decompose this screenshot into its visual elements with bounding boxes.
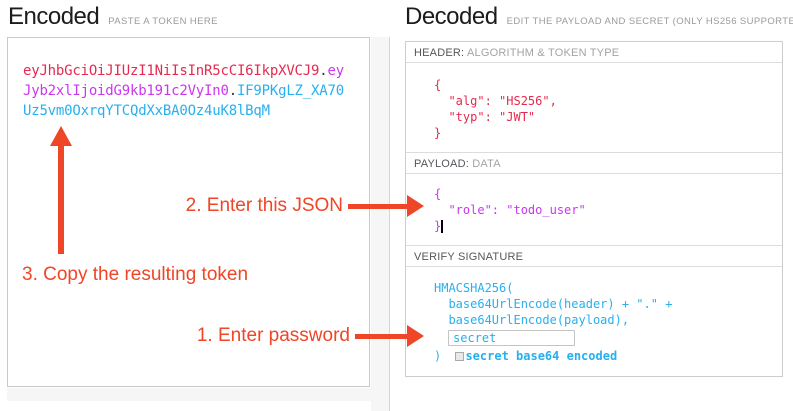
token-separator-icon: . <box>319 63 328 79</box>
signature-editor: HMACSHA256( base64UrlEncode(header) + ".… <box>406 267 782 376</box>
code-line: base64UrlEncode(header) + "." + <box>434 297 673 311</box>
encoded-subtitle: PASTE A TOKEN HERE <box>108 16 218 27</box>
annotation-step2-text: 2. Enter this JSON <box>185 195 343 216</box>
text-cursor <box>441 220 444 233</box>
secret-base64-label: secret base64 encoded <box>465 349 618 363</box>
arrow-right-shaft <box>348 203 407 209</box>
code-line: { <box>434 187 442 201</box>
encoded-header: Encoded PASTE A TOKEN HERE <box>8 3 218 31</box>
payload-section-bar: PAYLOAD: DATA <box>406 153 782 174</box>
code-line: "typ": "JWT" <box>434 110 536 124</box>
header-section-bar: HEADER: ALGORITHM & TOKEN TYPE <box>406 42 782 63</box>
code-line: "role": "todo_user" <box>434 203 586 217</box>
token-header-segment: eyJhbGciOiJIUzI1NiIsInR5cCI6IkpXVCJ9 <box>23 63 320 79</box>
horizontal-scrollbar[interactable] <box>7 388 371 401</box>
arrow-up-shaft <box>58 145 64 254</box>
arrow-right-icon <box>407 325 424 347</box>
code-line: } <box>434 218 772 234</box>
verify-signature-bar: VERIFY SIGNATURE <box>406 246 782 267</box>
secret-input[interactable] <box>448 330 575 346</box>
secret-base64-checkbox[interactable] <box>455 351 465 361</box>
header-section-sublabel: ALGORITHM & TOKEN TYPE <box>466 47 620 59</box>
code-line: { <box>434 78 442 92</box>
vertical-scrollbar[interactable] <box>371 37 390 411</box>
payload-section-sublabel: DATA <box>472 158 501 170</box>
annotation-step1: 1. Enter password <box>197 325 424 347</box>
token-signature-segment: IF9PKgLZ_XA70Uz5vm0OxrqYTCQdXxBA0Oz4uK8l… <box>23 83 344 119</box>
token-payload-segment: eyJyb2xlIjoidG9kb191c2VyIn0 <box>23 63 344 99</box>
encoded-token-editor[interactable]: eyJhbGciOiJIUzI1NiIsInR5cCI6IkpXVCJ9.eyJ… <box>7 37 370 387</box>
decoded-title: Decoded <box>405 3 498 30</box>
payload-json-editor[interactable]: { "role": "todo_user" } <box>406 174 782 246</box>
header-json-editor[interactable]: { "alg": "HS256", "typ": "JWT" } <box>406 63 782 153</box>
code-line-text: } <box>434 219 442 233</box>
verify-signature-label: VERIFY SIGNATURE <box>414 251 524 263</box>
token-separator-icon: . <box>228 83 237 99</box>
code-line: } <box>434 126 442 140</box>
code-line: "alg": "HS256", <box>434 94 557 108</box>
code-line: ) secret base64 encoded <box>434 348 772 364</box>
arrow-up-icon <box>50 126 72 146</box>
arrow-right-icon <box>407 195 424 217</box>
annotation-step2: 2. Enter this JSON <box>186 195 424 217</box>
annotation-step3-text: 3. Copy the resulting token <box>22 264 249 285</box>
code-line: HMACSHA256( <box>434 281 514 295</box>
annotation-step1-text: 1. Enter password <box>196 325 350 346</box>
closing-paren: ) <box>434 349 449 363</box>
code-line: base64UrlEncode(payload), <box>434 313 630 327</box>
decoded-header: Decoded EDIT THE PAYLOAD AND SECRET (ONLY… <box>405 3 793 31</box>
encoded-title: Encoded <box>8 3 100 30</box>
header-section-label: HEADER: <box>414 47 465 59</box>
decoded-panel: HEADER: ALGORITHM & TOKEN TYPE { "alg": … <box>405 41 783 377</box>
arrow-right-shaft <box>355 333 407 339</box>
token-text: eyJhbGciOiJIUzI1NiIsInR5cCI6IkpXVCJ9.eyJ… <box>8 38 348 121</box>
payload-section-label: PAYLOAD: <box>414 158 469 170</box>
decoded-subtitle: EDIT THE PAYLOAD AND SECRET (ONLY HS256 … <box>506 16 793 27</box>
